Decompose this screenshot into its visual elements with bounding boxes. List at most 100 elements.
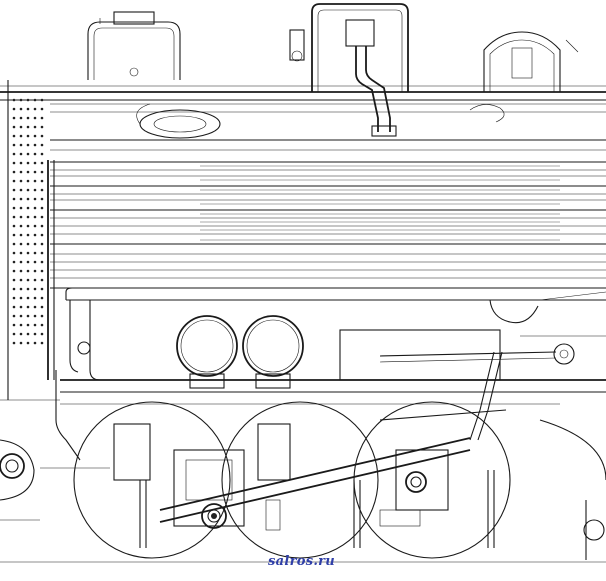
rivet xyxy=(40,116,44,120)
rivet xyxy=(19,332,23,336)
rivet xyxy=(40,215,44,219)
rivet xyxy=(33,116,37,120)
boiler-tubes xyxy=(50,103,606,289)
rivet xyxy=(19,224,23,228)
rivet xyxy=(26,134,30,138)
rivet xyxy=(40,269,44,273)
rivet xyxy=(40,206,44,210)
rivet xyxy=(12,242,16,246)
rivet xyxy=(33,179,37,183)
boiler-top-outline xyxy=(0,85,606,101)
axle-box-guides xyxy=(113,423,449,527)
rivet xyxy=(19,323,23,327)
rivet xyxy=(19,125,23,129)
rivet xyxy=(12,179,16,183)
rivet xyxy=(26,116,30,120)
rivet xyxy=(12,206,16,210)
rivet xyxy=(33,260,37,264)
rivet xyxy=(40,278,44,282)
frame-running-board xyxy=(60,287,606,405)
rivet xyxy=(33,269,37,273)
rivet xyxy=(19,269,23,273)
rivet xyxy=(26,251,30,255)
cylinder-block xyxy=(339,299,575,441)
rivet xyxy=(33,332,37,336)
rivet xyxy=(40,188,44,192)
rear-frame xyxy=(520,291,606,560)
rivet xyxy=(26,125,30,129)
steam-dome xyxy=(289,3,409,137)
rivet xyxy=(40,134,44,138)
rivet xyxy=(40,152,44,156)
rivet xyxy=(40,341,44,345)
rivet xyxy=(19,314,23,318)
rivet xyxy=(33,107,37,111)
rivet xyxy=(40,242,44,246)
rivet xyxy=(12,233,16,237)
rivet xyxy=(19,179,23,183)
rivet xyxy=(40,107,44,111)
rivet xyxy=(19,206,23,210)
rivet xyxy=(33,143,37,147)
rivet xyxy=(12,116,16,120)
rivet xyxy=(33,251,37,255)
rivet xyxy=(19,170,23,174)
rivet xyxy=(33,287,37,291)
rivet xyxy=(12,125,16,129)
rivet xyxy=(12,269,16,273)
rear-dome xyxy=(483,31,579,92)
rivet xyxy=(40,143,44,147)
rivet xyxy=(26,197,30,201)
rivet xyxy=(12,323,16,327)
rivet xyxy=(26,296,30,300)
rivet xyxy=(40,296,44,300)
rivet xyxy=(33,323,37,327)
sand-dome xyxy=(87,11,181,80)
rivet xyxy=(19,98,23,102)
rivet xyxy=(19,134,23,138)
rivet xyxy=(26,179,30,183)
rivet xyxy=(33,305,37,309)
rivet xyxy=(19,107,23,111)
rivet xyxy=(40,197,44,201)
rivet xyxy=(26,314,30,318)
firebox-edge xyxy=(0,80,60,401)
rivet xyxy=(33,233,37,237)
rivet xyxy=(40,161,44,165)
rivet xyxy=(26,242,30,246)
rivet xyxy=(12,98,16,102)
rivet xyxy=(33,242,37,246)
rivet xyxy=(12,161,16,165)
rivet xyxy=(12,215,16,219)
rivet xyxy=(33,161,37,165)
rivet xyxy=(26,161,30,165)
rivet xyxy=(26,305,30,309)
rivet xyxy=(19,305,23,309)
rivet xyxy=(26,152,30,156)
rivet xyxy=(12,152,16,156)
rivet xyxy=(12,341,16,345)
rivet xyxy=(33,170,37,174)
rivet xyxy=(12,170,16,174)
rivet xyxy=(12,287,16,291)
rivet xyxy=(33,296,37,300)
rivet xyxy=(26,188,30,192)
rivet xyxy=(26,224,30,228)
rivet xyxy=(19,341,23,345)
rivet xyxy=(19,242,23,246)
rivet xyxy=(26,260,30,264)
rivet xyxy=(40,251,44,255)
connecting-rod xyxy=(159,409,507,523)
rivet xyxy=(33,98,37,102)
rivet xyxy=(19,260,23,264)
rivet xyxy=(12,107,16,111)
rivet xyxy=(19,161,23,165)
rivet xyxy=(19,287,23,291)
rivet xyxy=(26,287,30,291)
rivet xyxy=(26,278,30,282)
rivet xyxy=(40,260,44,264)
scroll-ornament xyxy=(136,103,505,139)
rivet xyxy=(19,233,23,237)
rivet xyxy=(12,134,16,138)
